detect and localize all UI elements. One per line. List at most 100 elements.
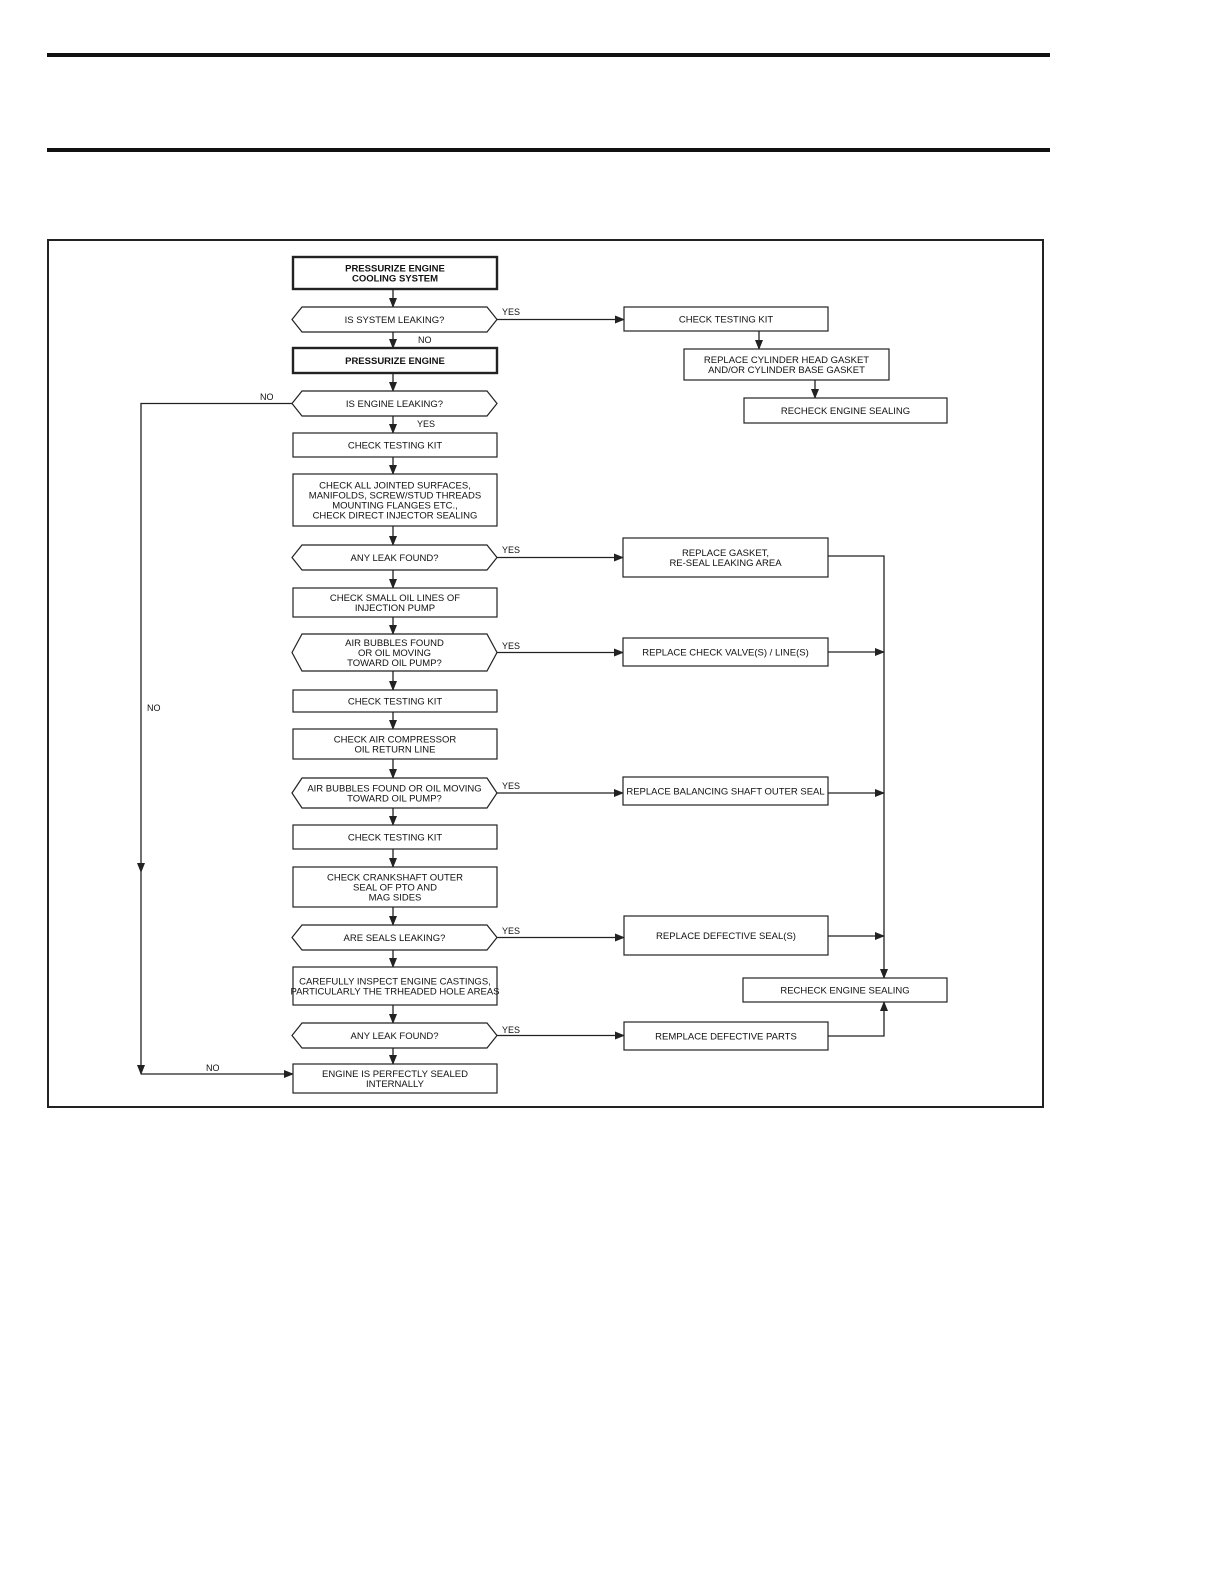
node-label: RECHECK ENGINE SEALING — [781, 406, 910, 417]
yes-label: YES — [502, 307, 520, 317]
node-check-kit-3: CHECK TESTING KIT — [292, 824, 498, 850]
yes-label: YES — [502, 641, 520, 651]
node-r-replace-check-valve: REPLACE CHECK VALVE(S) / LINE(S) — [622, 637, 829, 667]
header-rule-top — [47, 53, 1050, 57]
decision-shape — [291, 306, 498, 333]
node-label: SEAL OF PTO AND — [353, 883, 437, 894]
node-label: INTERNALLY — [366, 1079, 425, 1090]
node-label: PRESSURIZE ENGINE — [345, 264, 445, 275]
decision-shape — [291, 390, 498, 417]
node-label: AIR BUBBLES FOUND OR OIL MOVING — [307, 784, 481, 795]
node-q-any-leak-1: ANY LEAK FOUND? — [291, 544, 498, 571]
yes-label: YES — [502, 781, 520, 791]
node-label: CHECK TESTING KIT — [348, 441, 443, 452]
node-label: RECHECK ENGINE SEALING — [780, 986, 909, 997]
node-label: INJECTION PUMP — [355, 603, 435, 614]
node-check-kit-1: CHECK TESTING KIT — [292, 432, 498, 458]
process-shape — [622, 537, 829, 578]
process-shape — [683, 348, 890, 381]
node-r-replace-parts: REMPLACE DEFECTIVE PARTS — [623, 1021, 829, 1051]
process-shape — [742, 977, 948, 1003]
merge-arrow-defective-parts — [828, 1001, 888, 1037]
node-r-replace-seals: REPLACE DEFECTIVE SEAL(S) — [623, 915, 829, 956]
node-label: CHECK TESTING KIT — [679, 315, 774, 326]
process-shape — [292, 1063, 498, 1094]
node-label: REPLACE CHECK VALVE(S) / LINE(S) — [642, 648, 808, 659]
process-shape — [292, 866, 498, 908]
decision-shape — [291, 777, 498, 809]
collector-line — [828, 555, 888, 979]
process-shape — [292, 473, 498, 527]
node-label: REPLACE GASKET, — [682, 548, 769, 559]
process-shape — [623, 1021, 829, 1051]
flowchart-frame — [47, 239, 1044, 1108]
node-label: CHECK AIR COMPRESSOR — [334, 735, 457, 746]
node-check-kit-2: CHECK TESTING KIT — [292, 689, 498, 713]
node-q-engine-leaking: IS ENGINE LEAKING? — [291, 390, 498, 417]
node-label: MAG SIDES — [369, 893, 422, 904]
node-pressurize-engine: PRESSURIZE ENGINE — [291, 346, 499, 375]
process-shape — [292, 824, 498, 850]
node-label: ARE SEALS LEAKING? — [344, 933, 446, 944]
no-label: NO — [147, 703, 161, 713]
node-label: CHECK DIRECT INJECTOR SEALING — [313, 511, 478, 522]
node-label: TOWARD OIL PUMP? — [347, 794, 442, 805]
node-r-replace-gasket: REPLACE GASKET,RE-SEAL LEAKING AREA — [622, 537, 829, 578]
no-bypass-line-upper — [137, 402, 292, 873]
node-label: OIL RETURN LINE — [355, 745, 436, 756]
node-label: PRESSURIZE ENGINE — [345, 356, 445, 367]
node-label: MANIFOLDS, SCREW/STUD THREADS — [309, 491, 481, 502]
node-q-seals-leaking: ARE SEALS LEAKING? — [291, 924, 498, 951]
node-r-replace-balancing: REPLACE BALANCING SHAFT OUTER SEAL — [622, 776, 829, 806]
process-shape — [622, 776, 829, 806]
node-r-recheck-1: RECHECK ENGINE SEALING — [743, 397, 948, 424]
process-shape — [623, 915, 829, 956]
node-label: COOLING SYSTEM — [352, 274, 438, 285]
node-label: REPLACE CYLINDER HEAD GASKET — [704, 355, 869, 366]
node-q-any-leak-2: ANY LEAK FOUND? — [291, 1022, 498, 1049]
node-r-recheck-2: RECHECK ENGINE SEALING — [742, 977, 948, 1003]
node-label: AND/OR CYLINDER BASE GASKET — [708, 365, 865, 376]
process-shape — [292, 432, 498, 458]
process-shape — [292, 966, 498, 1006]
decision-shape — [291, 633, 498, 672]
no-label: NO — [206, 1063, 220, 1073]
yes-label: YES — [502, 545, 520, 555]
node-label: CAREFULLY INSPECT ENGINE CASTINGS, — [299, 977, 491, 988]
process-shape — [292, 587, 498, 618]
node-label: CHECK TESTING KIT — [348, 697, 443, 708]
yes-label: YES — [502, 926, 520, 936]
process-shape — [622, 637, 829, 667]
process-shape — [743, 397, 948, 424]
yes-label: YES — [417, 419, 435, 429]
node-label: RE-SEAL LEAKING AREA — [669, 558, 782, 569]
node-label: MOUNTING FLANGES ETC., — [332, 501, 458, 512]
node-label: PARTICULARLY THE TRHEADED HOLE AREAS — [290, 987, 499, 998]
node-label: REPLACE BALANCING SHAFT OUTER SEAL — [626, 787, 824, 798]
decision-shape — [291, 544, 498, 571]
decision-shape — [291, 1022, 498, 1049]
no-label: NO — [418, 335, 432, 345]
node-label: REMPLACE DEFECTIVE PARTS — [655, 1032, 797, 1043]
node-label: REPLACE DEFECTIVE SEAL(S) — [656, 931, 796, 942]
header-rule-bottom — [47, 148, 1050, 152]
node-label: CHECK ALL JOINTED SURFACES, — [319, 481, 471, 492]
node-label: OR OIL MOVING — [358, 648, 431, 659]
process-shape — [292, 728, 498, 760]
node-label: ENGINE IS PERFECTLY SEALED — [322, 1069, 468, 1080]
node-check-jointed: CHECK ALL JOINTED SURFACES,MANIFOLDS, SC… — [292, 473, 498, 527]
node-label: CHECK TESTING KIT — [348, 833, 443, 844]
node-label: ANY LEAK FOUND? — [351, 1031, 439, 1042]
process-shape — [623, 306, 829, 332]
node-label: IS ENGINE LEAKING? — [346, 399, 443, 410]
node-label: TOWARD OIL PUMP? — [347, 658, 442, 669]
node-inspect-castings: CAREFULLY INSPECT ENGINE CASTINGS,PARTIC… — [290, 966, 500, 1006]
